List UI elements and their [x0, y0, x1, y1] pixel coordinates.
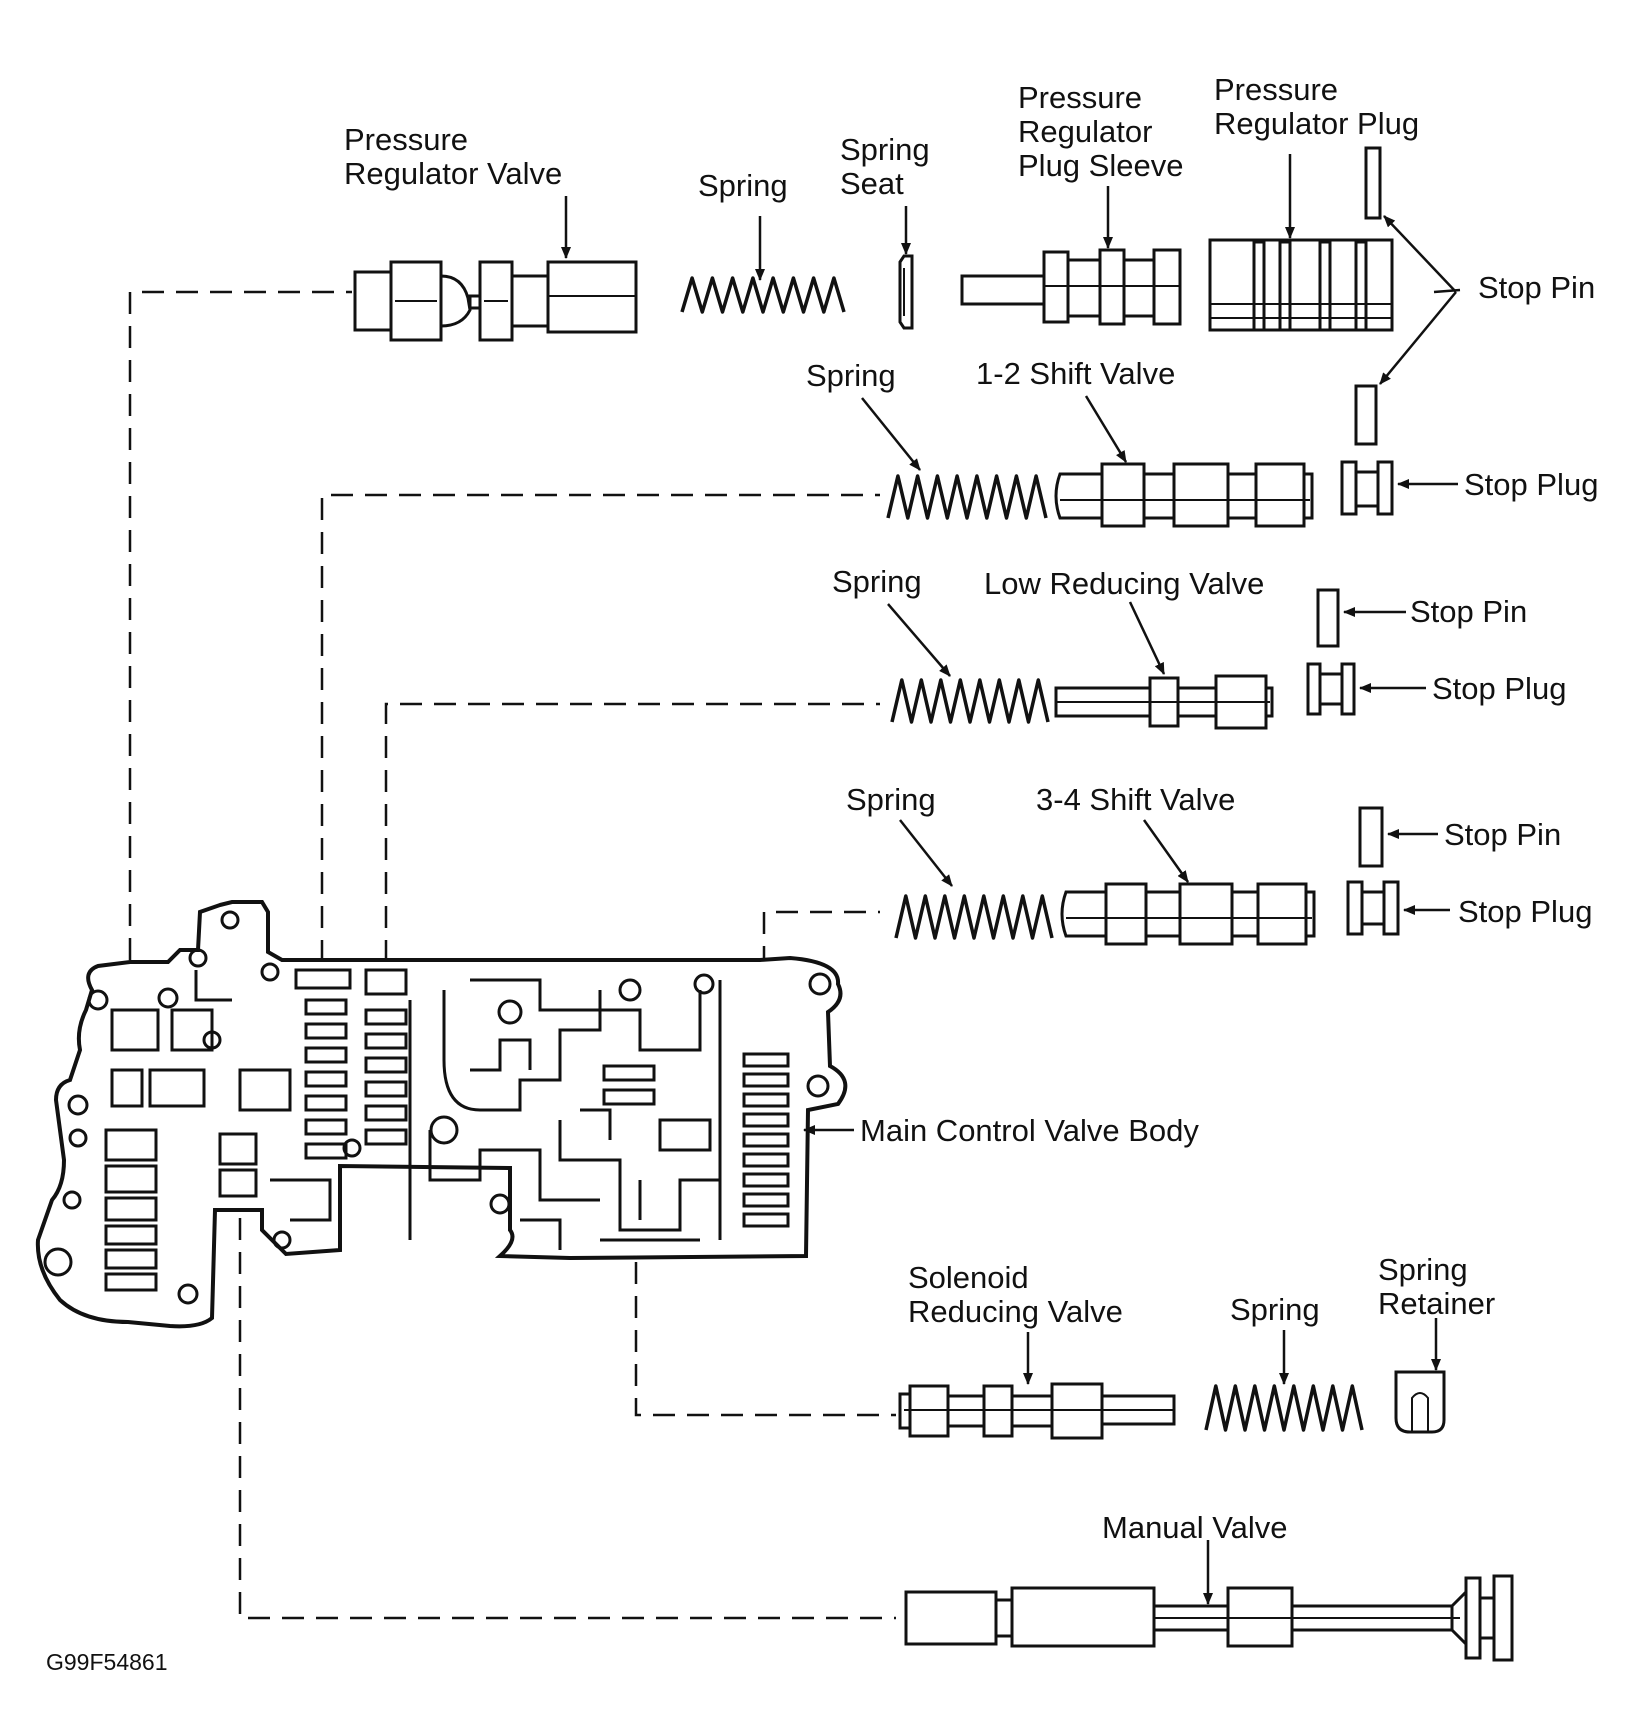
label-regulator-plug-2: Regulator Plug [1214, 106, 1419, 141]
valve-bores-right [602, 1052, 790, 1228]
alignment-lines [128, 290, 896, 1620]
label-spring-top: Spring [698, 168, 788, 203]
figure-code: G99F54861 [46, 1649, 167, 1675]
pressure-regulator-plug-sleeve [960, 248, 1182, 326]
label-solenoid-reducing-valve-1: Solenoid [908, 1260, 1029, 1295]
valve-bores-left [104, 1008, 258, 1292]
label-stop-plug-low: Stop Plug [1432, 671, 1566, 706]
leader-arrows [561, 154, 1461, 1605]
labels: Pressure Regulator Valve Spring Spring S… [46, 72, 1598, 1675]
label-plug-sleeve-3: Plug Sleeve [1018, 148, 1183, 183]
label-stop-pin-34: Stop Pin [1444, 817, 1561, 852]
label-spring-12: Spring [806, 358, 896, 393]
stop-plug-34 [1346, 880, 1400, 936]
fluid-channels [194, 970, 722, 1250]
spring-low-coil [890, 678, 1050, 724]
label-pressure-regulator-valve-1: Pressure [344, 122, 468, 157]
label-manual-valve: Manual Valve [1102, 1510, 1288, 1545]
solenoid-reducing-valve [898, 1382, 1176, 1440]
label-solenoid-reducing-valve-2: Reducing Valve [908, 1294, 1123, 1329]
label-spring-seat-1: Spring [840, 132, 930, 167]
label-spring-34: Spring [846, 782, 936, 817]
stop-pin-top [1364, 146, 1382, 220]
label-pressure-regulator-valve-2: Regulator Valve [344, 156, 562, 191]
label-spring-retainer-1: Spring [1378, 1252, 1468, 1287]
label-plug-sleeve-1: Pressure [1018, 80, 1142, 115]
stop-pin-12 [1354, 384, 1378, 446]
stop-pin-34 [1358, 806, 1384, 868]
label-spring-solenoid: Spring [1230, 1292, 1320, 1327]
valve-bores-middle [294, 968, 408, 1160]
spring-top-coil [680, 276, 846, 314]
pressure-regulator-valve [353, 260, 638, 342]
spring-solenoid-coil [1204, 1384, 1364, 1432]
label-spring-retainer-2: Retainer [1378, 1286, 1495, 1321]
label-stop-pin-top: Stop Pin [1478, 270, 1595, 305]
spring-seat [898, 254, 914, 330]
stop-pin-low [1316, 588, 1340, 648]
label-regulator-plug-1: Pressure [1214, 72, 1338, 107]
bolt-holes [43, 910, 832, 1305]
label-stop-plug-34: Stop Plug [1458, 894, 1592, 929]
label-shift-valve-12: 1-2 Shift Valve [976, 356, 1175, 391]
label-stop-plug-12: Stop Plug [1464, 467, 1598, 502]
label-shift-valve-34: 3-4 Shift Valve [1036, 782, 1235, 817]
spring-retainer [1394, 1370, 1446, 1434]
label-low-reducing-valve: Low Reducing Valve [984, 566, 1264, 601]
spring-12-coil [886, 474, 1048, 520]
manual-valve [904, 1574, 1514, 1662]
stop-plug-12 [1340, 460, 1394, 516]
pressure-regulator-plug [1208, 238, 1394, 332]
label-main-control-valve-body: Main Control Valve Body [860, 1113, 1199, 1148]
shift-valve-12 [1054, 462, 1314, 528]
label-spring-low: Spring [832, 564, 922, 599]
label-stop-pin-low: Stop Pin [1410, 594, 1527, 629]
spring-34-coil [894, 894, 1054, 940]
label-spring-seat-2: Seat [840, 166, 904, 201]
low-reducing-valve [1054, 674, 1274, 730]
shift-valve-34 [1060, 882, 1316, 946]
main-control-valve-body [35, 900, 848, 1329]
stop-plug-low [1306, 662, 1356, 716]
label-plug-sleeve-2: Regulator [1018, 114, 1152, 149]
